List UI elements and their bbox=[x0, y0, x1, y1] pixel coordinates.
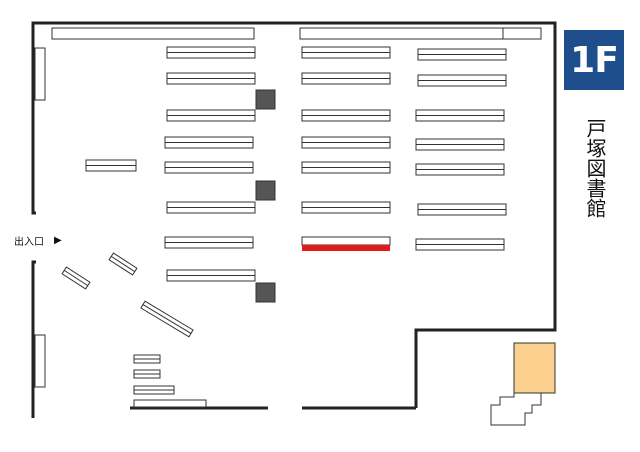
shelf-angled bbox=[140, 300, 194, 338]
shelf-highlight-frame bbox=[301, 236, 391, 246]
library-name: 戸塚図書館 bbox=[583, 118, 607, 218]
wall-shelves bbox=[34, 27, 542, 388]
floor-badge: 1F bbox=[564, 30, 624, 90]
shelf-column-1 bbox=[164, 46, 256, 282]
shelf-column-3 bbox=[415, 48, 507, 251]
shelf-angled bbox=[108, 252, 138, 276]
wall-shelf-top-left bbox=[51, 27, 255, 40]
columns bbox=[255, 89, 276, 303]
wall-upper bbox=[31, 21, 557, 408]
highlight-area bbox=[490, 342, 556, 426]
shelf-column-2 bbox=[301, 46, 391, 246]
shelf-angled bbox=[61, 266, 91, 290]
column bbox=[255, 89, 276, 110]
entrance-marker: 出入口 ▶ bbox=[14, 233, 62, 248]
wall-shelf-top-right bbox=[299, 27, 542, 40]
highlight-shelf bbox=[302, 245, 390, 251]
shelf-step bbox=[133, 399, 207, 408]
wall-shelf-left-upper bbox=[34, 47, 46, 101]
column bbox=[255, 180, 276, 201]
wall-lower-left bbox=[31, 260, 36, 418]
shelves bbox=[61, 46, 507, 408]
column bbox=[255, 282, 276, 303]
walls bbox=[31, 21, 557, 418]
wall-shelf-left-lower bbox=[34, 334, 46, 388]
entrance-arrow-icon: ▶ bbox=[54, 235, 62, 246]
entrance-label: 出入口 bbox=[14, 237, 44, 248]
floor-label: 1F bbox=[570, 39, 619, 81]
